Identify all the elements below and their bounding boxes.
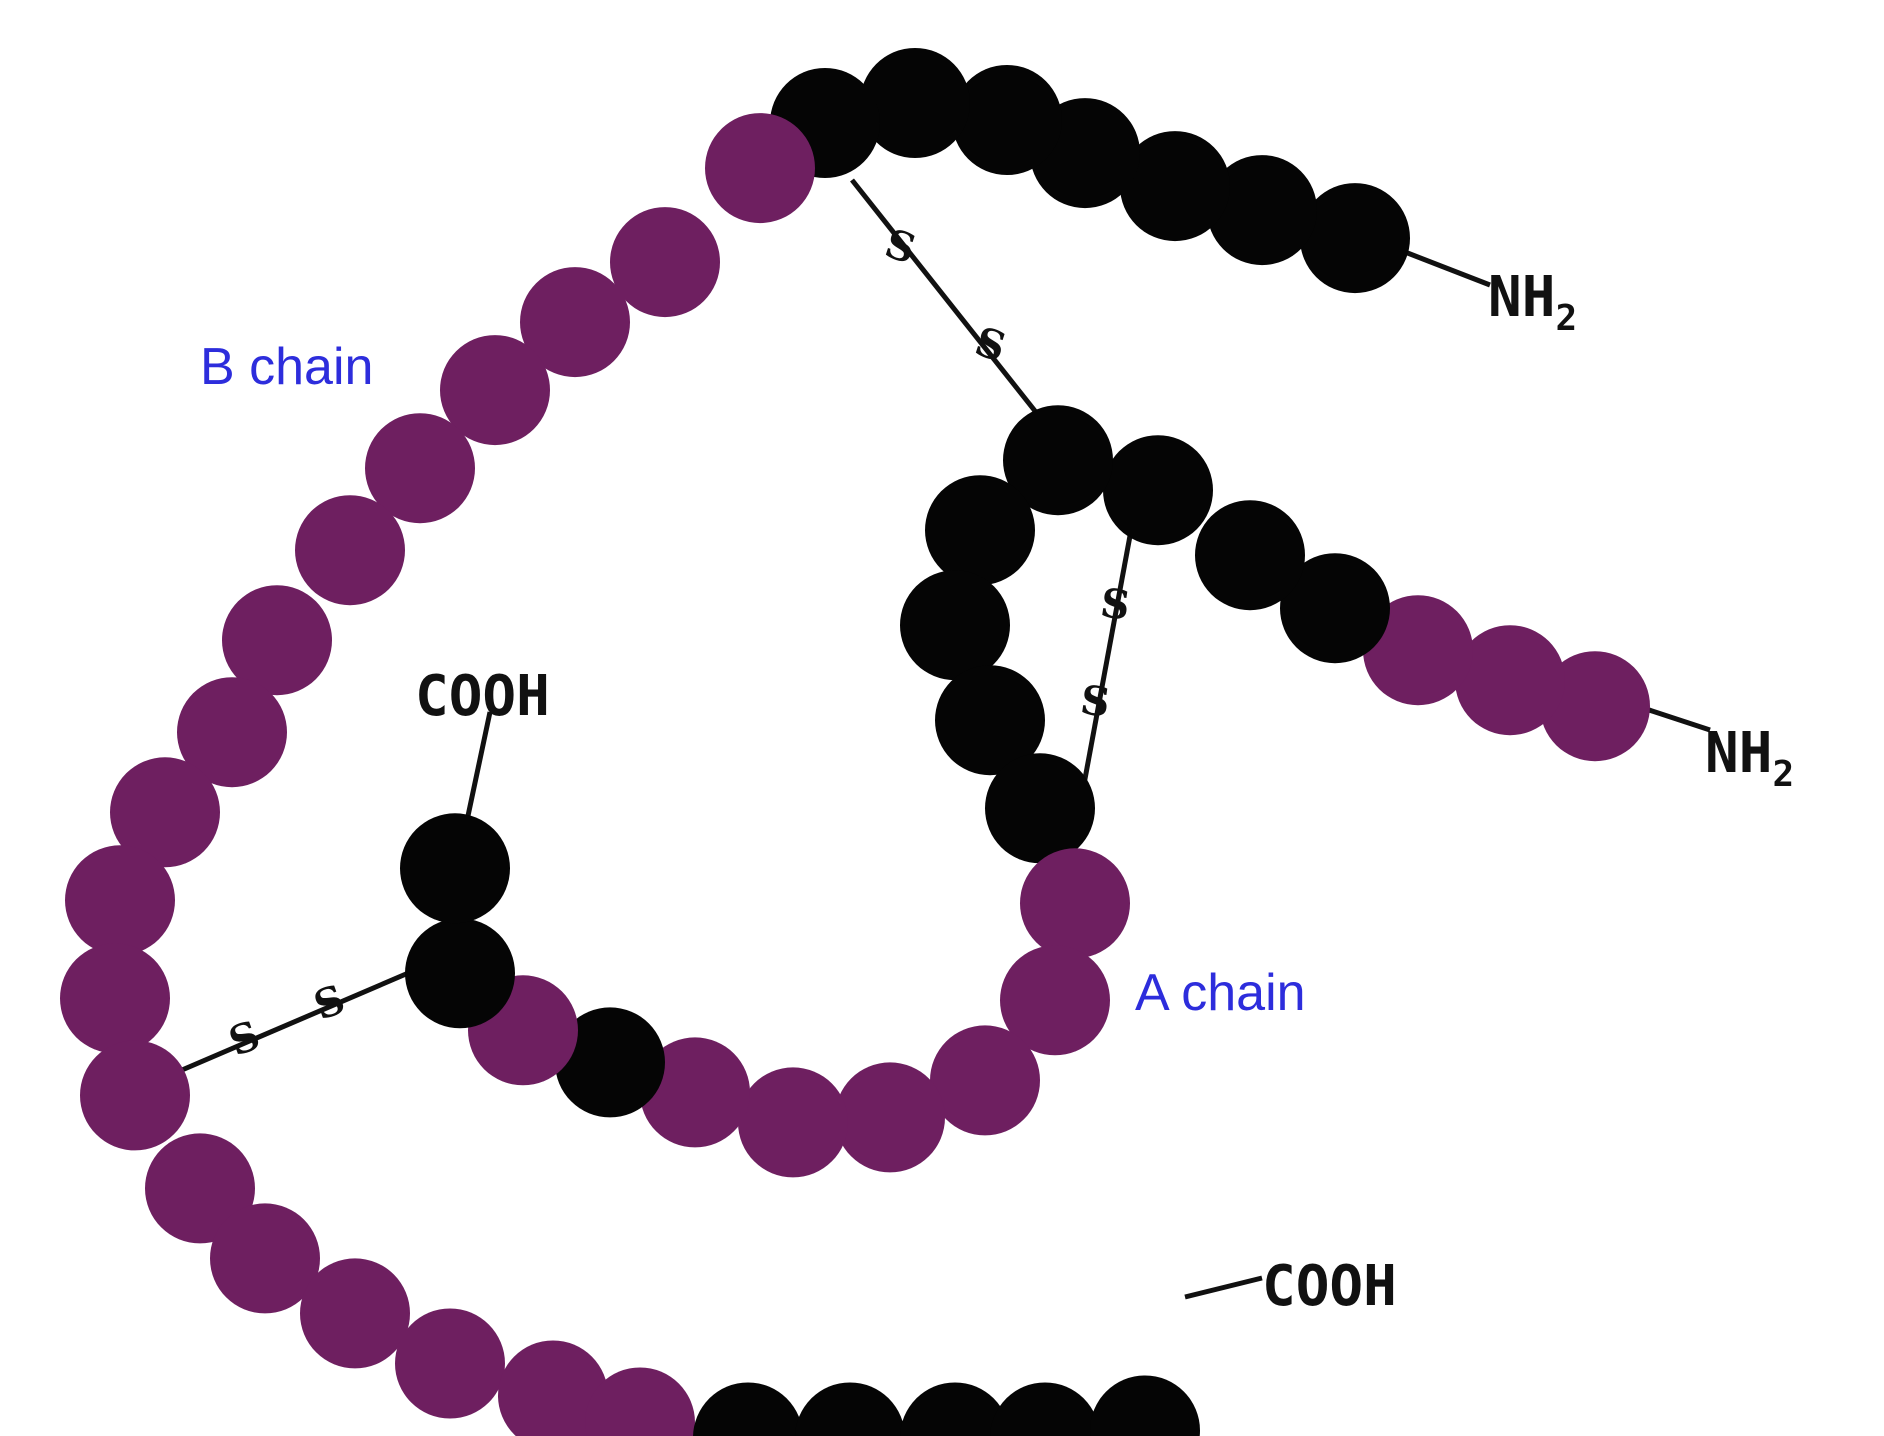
b-chain-residue	[395, 1308, 505, 1419]
b-chain-residue	[300, 1258, 410, 1369]
b-chain-residue	[365, 413, 475, 524]
b-chain-cooh-label: COOH	[1262, 1254, 1397, 1319]
a-chain-residue	[1020, 848, 1130, 959]
b-chain-residue	[145, 1133, 255, 1244]
b-chain-residue	[990, 1382, 1100, 1436]
a-chain-residue	[935, 665, 1045, 776]
sulfur-s6: S	[308, 976, 351, 1030]
a-chain-residue	[400, 813, 510, 924]
a-chain-residue	[835, 1062, 945, 1173]
b-nh2-bond	[1404, 249, 1491, 288]
b-chain-residue	[860, 48, 970, 158]
b-chain-residue	[693, 1382, 803, 1436]
a-chain-residue	[900, 570, 1010, 681]
a-nh2-bond	[1639, 704, 1711, 733]
a-chain-residue	[930, 1025, 1040, 1136]
b-chain-label: B chain	[200, 338, 373, 396]
a-chain-residue	[1000, 945, 1110, 1056]
a-chain-residue	[1540, 651, 1650, 762]
b-chain-residue	[110, 757, 220, 868]
a-chain-residue	[985, 753, 1095, 864]
b-chain-residue	[900, 1382, 1010, 1436]
b-chain-residue	[520, 267, 630, 378]
b-chain-residue	[210, 1203, 320, 1314]
a-chain-residue	[405, 918, 515, 1029]
b-cooh-bond	[1184, 1275, 1263, 1300]
b-chain-residue	[177, 677, 287, 788]
sulfur-s5: S	[223, 1012, 266, 1066]
b-chain-residue	[1300, 183, 1410, 294]
a-chain-residue	[925, 475, 1035, 586]
b-chain-residue	[65, 845, 175, 956]
a-chain-residue	[640, 1037, 750, 1148]
terminal-labels: NH2 NH2 COOH COOH	[415, 265, 1794, 1319]
b-chain-residue	[295, 495, 405, 606]
b-chain-residue	[585, 1367, 695, 1436]
b-chain-residue	[705, 113, 815, 224]
b-chain-residue	[498, 1340, 608, 1436]
b-chain-residue	[1120, 131, 1230, 242]
a-chain-residue	[1003, 405, 1113, 516]
disulfide-bond-1	[850, 178, 1060, 442]
b-chain-residue	[952, 65, 1062, 175]
b-chain-residue	[795, 1382, 905, 1436]
a-cooh-bond	[462, 711, 493, 831]
a-chain-residue	[1455, 625, 1565, 736]
a-chain-residue	[1363, 595, 1473, 706]
disulfide-bond-3	[181, 965, 421, 1073]
disulfide-bond-2	[1079, 524, 1135, 796]
b-chain-residue	[222, 585, 332, 696]
a-chain-residue	[738, 1067, 848, 1178]
bonds	[181, 178, 1711, 1300]
b-chain-residue	[1090, 1375, 1200, 1436]
a-chain-label: A chain	[1135, 964, 1306, 1022]
a-chain-nh2-subscript: 2	[1772, 754, 1794, 795]
a-chain-residue	[1103, 435, 1213, 546]
b-chain-nh2-label: NH2	[1488, 265, 1577, 339]
sulfur-s4: S	[1078, 676, 1113, 727]
b-chain-residue	[1207, 155, 1317, 266]
sulfur-s2: S	[969, 318, 1011, 372]
b-chain-residue	[440, 335, 550, 446]
b-chain-residue	[60, 943, 170, 1054]
a-chain-residue	[555, 1007, 665, 1118]
sulfur-s1: S	[879, 220, 921, 274]
sulfur-s3: S	[1098, 579, 1133, 630]
a-chain-nh2-label: NH2	[1705, 721, 1794, 795]
residues	[60, 48, 1650, 1436]
a-chain-cooh-label: COOH	[415, 664, 550, 729]
a-chain-residue	[1195, 500, 1305, 611]
b-chain-nh2-subscript: 2	[1555, 298, 1577, 339]
b-chain-residue	[610, 207, 720, 318]
b-chain-residue	[80, 1040, 190, 1151]
a-chain-residue	[1280, 553, 1390, 664]
